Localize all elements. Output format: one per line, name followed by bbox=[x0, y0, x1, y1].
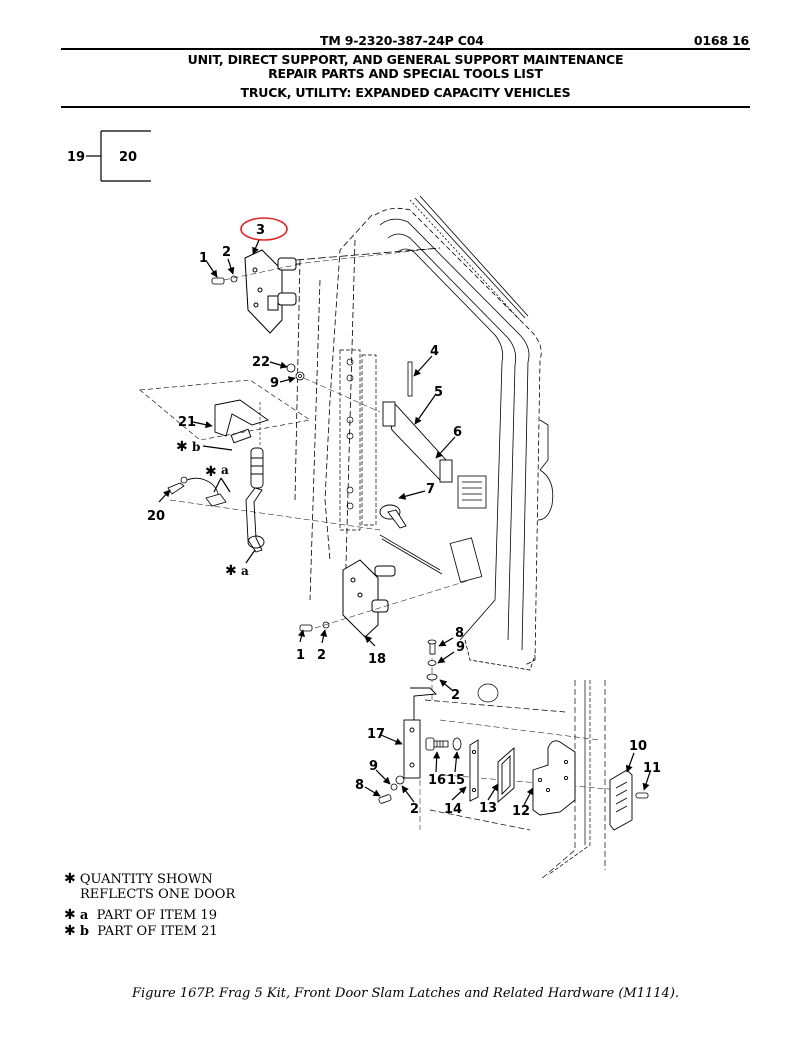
latch-assembly-upper bbox=[244, 249, 297, 334]
callout-3: 3 bbox=[256, 223, 265, 238]
callout-17: 17 bbox=[367, 727, 385, 742]
star-a-letter-cable: a bbox=[221, 463, 229, 477]
lever-7 bbox=[379, 504, 407, 529]
note-b-letter: b bbox=[79, 924, 89, 939]
index-child-label: 20 bbox=[119, 150, 137, 165]
page-number: 0168 16 bbox=[693, 33, 749, 48]
callout-22: 22 bbox=[252, 355, 270, 370]
star-icon: ✱ bbox=[64, 923, 76, 939]
callout-11: 11 bbox=[643, 761, 661, 776]
header-title-line2: REPAIR PARTS AND SPECIAL TOOLS LIST bbox=[268, 66, 543, 81]
latch-assembly-lower bbox=[342, 559, 396, 638]
note-b-text: PART OF ITEM 21 bbox=[97, 924, 218, 939]
door-frame-outline bbox=[294, 195, 554, 671]
star-b-letter: b bbox=[192, 440, 200, 454]
callout-2-hinge: 2 bbox=[451, 688, 460, 703]
striker-spring bbox=[457, 475, 487, 509]
callout-15: 15 bbox=[447, 773, 465, 788]
note-a-text: PART OF ITEM 19 bbox=[96, 908, 217, 923]
callout-1-lower: 1 bbox=[296, 648, 305, 663]
index-parent-label: 19 bbox=[67, 150, 85, 165]
screw-8-lower bbox=[378, 775, 405, 804]
callout-10: 10 bbox=[629, 739, 647, 754]
note-part-b: ✱ b PART OF ITEM 21 bbox=[64, 923, 218, 939]
screw-8-upper bbox=[426, 639, 438, 681]
callout-1: 1 bbox=[199, 251, 208, 266]
note-a-letter: a bbox=[79, 908, 89, 923]
figure-caption: Figure 167P. Frag 5 Kit, Front Door Slam… bbox=[131, 986, 680, 1001]
callout-4: 4 bbox=[430, 344, 439, 359]
latch-rod bbox=[379, 534, 483, 583]
star-icon: ✱ bbox=[64, 871, 76, 887]
star-a-marker-handle: ✱ bbox=[225, 563, 237, 579]
plate-14 bbox=[469, 739, 479, 802]
inside-handle bbox=[245, 400, 265, 553]
star-icon: ✱ bbox=[64, 907, 76, 923]
strap-assembly bbox=[382, 401, 453, 483]
callout-20: 20 bbox=[147, 509, 165, 524]
index-box: 19 20 bbox=[67, 130, 151, 182]
pin-4 bbox=[407, 361, 413, 397]
callout-12: 12 bbox=[512, 804, 530, 819]
star-b-marker: ✱ bbox=[176, 439, 188, 455]
note-quantity-line2: REFLECTS ONE DOOR bbox=[80, 887, 236, 902]
bolt-16 bbox=[425, 737, 449, 751]
note-quantity: ✱ QUANTITY SHOWN bbox=[64, 871, 213, 887]
tm-number: TM 9-2320-387-24P C04 bbox=[320, 33, 484, 48]
header-rule-bottom bbox=[61, 106, 750, 108]
star-a-marker-cable: ✱ bbox=[205, 464, 217, 480]
header-subtitle: TRUCK, UTILITY: EXPANDED CAPACITY VEHICL… bbox=[240, 85, 571, 100]
callout-9: 9 bbox=[270, 376, 279, 391]
header-title-line1: UNIT, DIRECT SUPPORT, AND GENERAL SUPPOR… bbox=[187, 52, 624, 67]
header-rule-top bbox=[61, 48, 750, 50]
screw-1-lower bbox=[299, 621, 330, 632]
callout-14: 14 bbox=[444, 802, 462, 817]
callout-6: 6 bbox=[453, 425, 462, 440]
callout-7: 7 bbox=[426, 482, 435, 497]
callout-2: 2 bbox=[222, 245, 231, 260]
screw-11 bbox=[635, 792, 649, 799]
nut-22-washer-9 bbox=[286, 363, 305, 381]
highlight-ellipse bbox=[240, 217, 288, 241]
cable-assembly-20 bbox=[167, 476, 227, 507]
callout-8-upper: 8 bbox=[455, 626, 464, 641]
striker-12 bbox=[532, 740, 576, 816]
callout-5: 5 bbox=[434, 385, 443, 400]
hinge-column bbox=[339, 349, 377, 531]
callout-13: 13 bbox=[479, 801, 497, 816]
callout-labels: 1 2 3 22 9 4 5 6 21 ✱ b ✱ a 7 20 ✱ a 1 2… bbox=[147, 223, 661, 819]
pillar-outline bbox=[424, 680, 606, 881]
handle-bracket-21 bbox=[139, 379, 311, 444]
callout-16: 16 bbox=[428, 773, 446, 788]
callout-18: 18 bbox=[368, 652, 386, 667]
bracket-17 bbox=[403, 687, 437, 779]
callout-2-lower: 2 bbox=[317, 648, 326, 663]
screw-1-upper bbox=[211, 275, 238, 285]
star-a-letter-handle: a bbox=[241, 564, 249, 578]
shim-13 bbox=[497, 747, 515, 803]
callout-9-upper: 9 bbox=[456, 640, 465, 655]
callout-21: 21 bbox=[178, 415, 196, 430]
washer-15 bbox=[452, 737, 462, 751]
note-quantity-line1: QUANTITY SHOWN bbox=[79, 872, 213, 887]
callout-9-lower: 9 bbox=[369, 759, 378, 774]
callout-arrows bbox=[158, 239, 651, 806]
plate-10 bbox=[609, 769, 633, 831]
note-part-a: ✱ a PART OF ITEM 19 bbox=[64, 907, 217, 923]
callout-8-lower: 8 bbox=[355, 778, 364, 793]
callout-2-lower-hinge: 2 bbox=[410, 802, 419, 817]
